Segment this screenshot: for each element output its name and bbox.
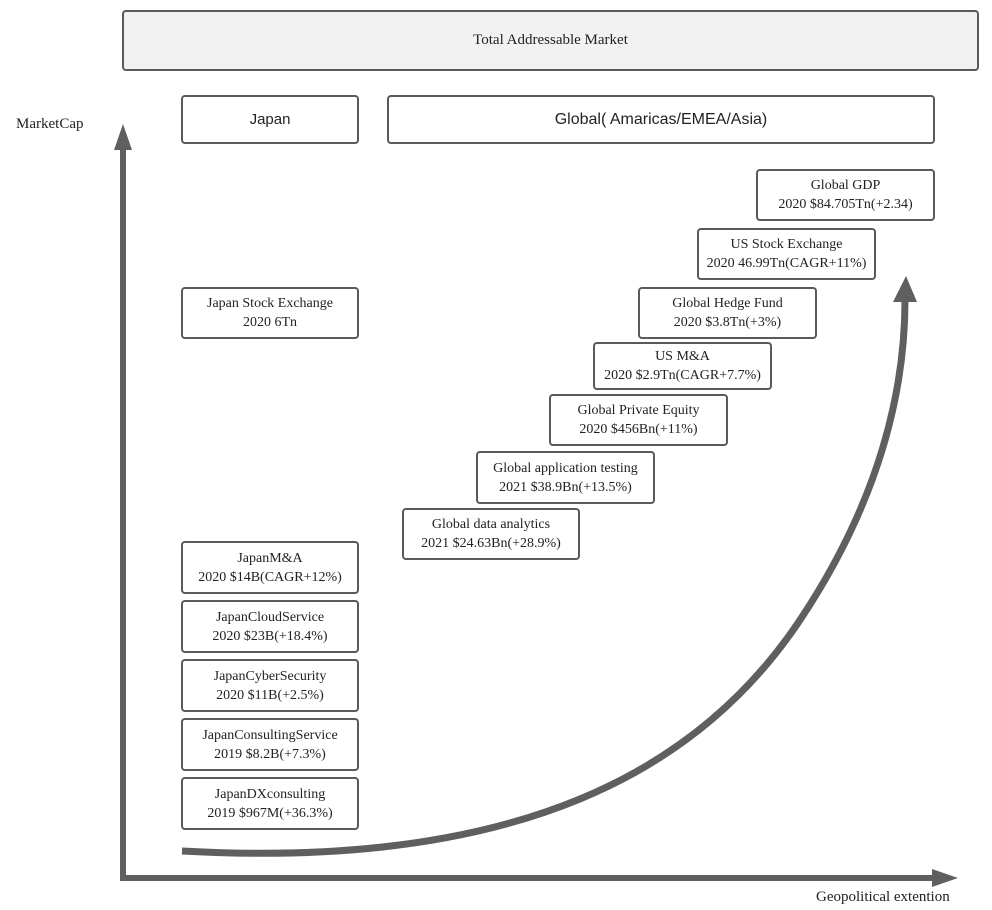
market-value: 2020 $2.9Tn(CAGR+7.7%): [604, 368, 761, 383]
market-box-global-private-equity: Global Private Equity 2020 $456Bn(+11%): [549, 394, 728, 446]
market-box-us-ma: US M&A 2020 $2.9Tn(CAGR+7.7%): [593, 342, 772, 390]
market-box-japan-cloud-service: JapanCloudService 2020 $23B(+18.4%): [181, 600, 359, 653]
market-box-global-hedge-fund: Global Hedge Fund 2020 $3.8Tn(+3%): [638, 287, 817, 339]
market-box-japan-dx-consulting: JapanDXconsulting 2019 $967M(+36.3%): [181, 777, 359, 830]
market-name: JapanDXconsulting: [214, 786, 326, 802]
market-name: JapanCyberSecurity: [213, 668, 327, 684]
market-value: 2020 6Tn: [242, 315, 298, 330]
growth-curve: [181, 299, 909, 857]
y-axis-arrowhead: [114, 124, 132, 150]
region-global: Global( Amaricas/EMEA/Asia): [387, 95, 935, 144]
market-name: JapanConsultingService: [202, 727, 338, 743]
market-box-japan-cyber-security: JapanCyberSecurity 2020 $11B(+2.5%): [181, 659, 359, 712]
market-value: 2020 46.99Tn(CAGR+11%): [706, 256, 867, 271]
header-title: Total Addressable Market: [473, 32, 628, 48]
market-value: 2020 $14B(CAGR+12%): [198, 569, 342, 585]
market-value: 2021 $38.9Bn(+13.5%): [499, 479, 632, 495]
market-box-global-application-testing: Global application testing 2021 $38.9Bn(…: [476, 451, 655, 504]
market-name: Global application testing: [493, 460, 638, 476]
x-axis-label: Geopolitical extention: [816, 889, 950, 905]
market-value: 2020 $3.8Tn(+3%): [673, 315, 782, 330]
market-box-us-stock-exchange: US Stock Exchange 2020 46.99Tn(CAGR+11%): [697, 228, 876, 280]
market-value: 2019 $8.2B(+7.3%): [214, 746, 326, 762]
market-box-japan-consulting-service: JapanConsultingService 2019 $8.2B(+7.3%): [181, 718, 359, 771]
x-axis-arrowhead: [932, 869, 958, 887]
market-name: US M&A: [655, 349, 710, 364]
market-value: 2020 $23B(+18.4%): [212, 628, 328, 644]
market-box-global-gdp: Global GDP 2020 $84.705Tn(+2.34): [756, 169, 935, 221]
region-japan-label: Japan: [249, 111, 291, 128]
total-addressable-market-header: Total Addressable Market: [122, 10, 979, 71]
market-name: Global GDP: [810, 178, 881, 193]
market-name: Global Hedge Fund: [672, 296, 783, 311]
region-global-label: Global( Amaricas/EMEA/Asia): [554, 111, 768, 128]
region-japan: Japan: [181, 95, 359, 144]
market-value: 2021 $24.63Bn(+28.9%): [421, 536, 561, 551]
market-value: 2019 $967M(+36.3%): [207, 805, 333, 821]
market-name: Global data analytics: [431, 517, 551, 532]
market-name: JapanM&A: [237, 550, 303, 566]
market-value: 2020 $11B(+2.5%): [216, 687, 324, 703]
market-name: US Stock Exchange: [730, 237, 843, 252]
market-value: 2020 $84.705Tn(+2.34): [778, 197, 913, 212]
market-name: Japan Stock Exchange: [207, 296, 333, 311]
market-box-global-data-analytics: Global data analytics 2021 $24.63Bn(+28.…: [402, 508, 580, 560]
growth-curve-arrowhead: [893, 276, 917, 302]
y-axis-label: MarketCap: [16, 116, 84, 132]
market-value: 2020 $456Bn(+11%): [579, 422, 698, 437]
market-name: Global Private Equity: [577, 403, 700, 418]
market-box-japan-stock-exchange: Japan Stock Exchange 2020 6Tn: [181, 287, 359, 339]
market-box-japan-ma: JapanM&A 2020 $14B(CAGR+12%): [181, 541, 359, 594]
market-name: JapanCloudService: [215, 609, 325, 625]
